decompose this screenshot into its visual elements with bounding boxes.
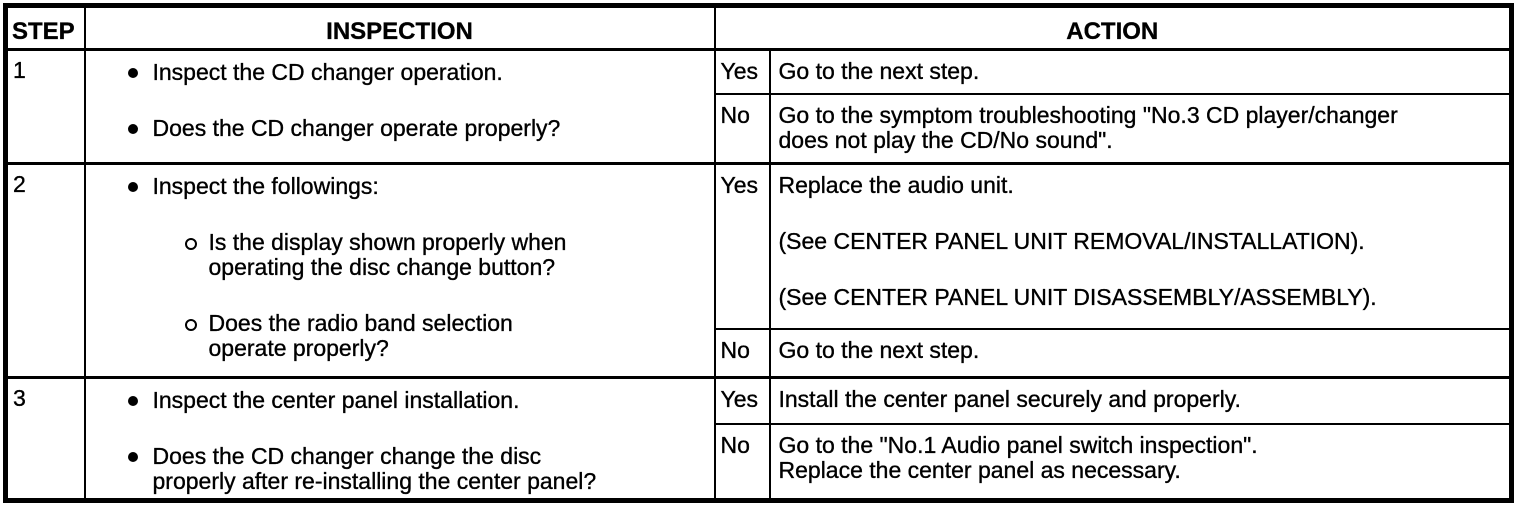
inspection-column-header: INSPECTION xyxy=(83,4,716,51)
action-paragraph: Go to the next step. xyxy=(778,336,1504,363)
yes-label-cell: Yes xyxy=(713,376,771,425)
action-line: Replace the audio unit. xyxy=(778,172,1014,198)
action-paragraph: Go to the symptom troubleshooting "No.3 … xyxy=(778,101,1504,153)
bullet-icon xyxy=(127,182,138,192)
yes-label-cell: Yes xyxy=(713,162,771,330)
inspection-line: Does the CD changer change the disc xyxy=(152,443,542,469)
no-action-cell: Go to the "No.1 Audio panel switch inspe… xyxy=(768,422,1513,502)
inspection-subitem: Is the display shown properly when opera… xyxy=(87,229,708,280)
no-label-cell: No xyxy=(713,92,771,165)
circle-bullet-icon xyxy=(184,319,197,331)
bullet-icon xyxy=(127,452,138,462)
inspection-line: Inspect the CD changer operation. xyxy=(152,59,503,85)
action-line: Go to the next step. xyxy=(778,58,980,84)
inspection-cell: Inspect the center panel installation. D… xyxy=(83,376,716,502)
bullet-icon xyxy=(127,124,138,134)
yes-action-cell: Install the center panel securely and pr… xyxy=(768,376,1513,425)
action-line: (See CENTER PANEL UNIT DISASSEMBLY/ASSEM… xyxy=(778,284,1377,310)
action-line: does not play the CD/No sound". xyxy=(778,126,1113,153)
bullet-icon xyxy=(127,396,138,406)
troubleshooting-table: STEP INSPECTION ACTION 1 Inspect the CD … xyxy=(3,3,1514,503)
step-number-cell: 2 xyxy=(4,162,86,379)
inspection-item: Inspect the followings: xyxy=(87,173,708,199)
no-label-cell: No xyxy=(713,422,771,502)
action-column-header: ACTION xyxy=(713,4,1513,51)
yes-action-cell: Replace the audio unit. (See CENTER PANE… xyxy=(768,162,1513,330)
inspection-item: Inspect the center panel installation. xyxy=(87,387,708,413)
inspection-line: Is the display shown properly when xyxy=(208,229,567,255)
step-column-header: STEP xyxy=(4,4,86,51)
action-paragraph: Go to the next step. xyxy=(778,58,1504,84)
action-paragraph: Go to the "No.1 Audio panel switch inspe… xyxy=(778,431,1504,483)
action-paragraph: (See CENTER PANEL UNIT DISASSEMBLY/ASSEM… xyxy=(778,284,1504,310)
no-action-cell: Go to the next step. xyxy=(768,327,1513,379)
action-paragraph: Replace the audio unit. xyxy=(778,172,1504,198)
no-action-cell: Go to the symptom troubleshooting "No.3 … xyxy=(768,92,1513,165)
circle-bullet-icon xyxy=(184,238,197,250)
yes-action-cell: Go to the next step. xyxy=(768,48,1513,95)
inspection-line: Does the CD changer operate properly? xyxy=(152,115,561,141)
inspection-line: Does the radio band selection xyxy=(208,310,513,336)
no-sub-row-1: No Go to the symptom troubleshooting "No… xyxy=(6,92,1513,165)
step-row-1: 1 Inspect the CD changer operation. Does… xyxy=(4,48,1513,165)
action-paragraph: (See CENTER PANEL UNIT REMOVAL/INSTALLAT… xyxy=(778,228,1504,254)
step-row-3: 3 Inspect the center panel installation.… xyxy=(4,376,1513,502)
bullet-icon xyxy=(127,68,138,78)
header-row: STEP INSPECTION ACTION xyxy=(4,4,1513,51)
inspection-cell: Inspect the followings: Is the display s… xyxy=(83,162,716,379)
action-line: Go to the next step. xyxy=(778,336,980,363)
step-number-cell: 1 xyxy=(4,48,86,165)
inspection-line: properly after re-installing the center … xyxy=(152,468,597,494)
inspection-cell: Inspect the CD changer operation. Does t… xyxy=(83,48,716,165)
inspection-line: Inspect the center panel installation. xyxy=(152,387,520,413)
inspection-subitem: Does the radio band selection operate pr… xyxy=(87,310,708,361)
inspection-item: Does the CD changer change the disc prop… xyxy=(87,443,708,494)
yes-label-cell: Yes xyxy=(713,48,771,95)
inspection-line: operating the disc change button? xyxy=(208,254,556,280)
action-paragraph: Install the center panel securely and pr… xyxy=(778,386,1504,412)
no-sub-row-3: No Go to the "No.1 Audio panel switch in… xyxy=(6,422,1513,502)
inspection-line: operate properly? xyxy=(208,335,389,361)
action-line: Install the center panel securely and pr… xyxy=(778,386,1241,412)
action-line: Go to the symptom troubleshooting "No.3 … xyxy=(778,101,1398,128)
action-line: (See CENTER PANEL UNIT REMOVAL/INSTALLAT… xyxy=(778,228,1365,254)
step-row-2: 2 Inspect the followings: Is the display… xyxy=(4,162,1513,379)
step-number-cell: 3 xyxy=(4,376,86,502)
no-label-cell: No xyxy=(713,327,771,379)
inspection-item: Inspect the CD changer operation. xyxy=(87,59,708,85)
no-sub-row-2: No Go to the next step. xyxy=(6,327,1513,379)
action-line: Go to the "No.1 Audio panel switch inspe… xyxy=(778,431,1258,458)
inspection-item: Does the CD changer operate properly? xyxy=(87,115,708,141)
inspection-line: Inspect the followings: xyxy=(152,173,379,199)
action-line: Replace the center panel as necessary. xyxy=(778,456,1181,483)
